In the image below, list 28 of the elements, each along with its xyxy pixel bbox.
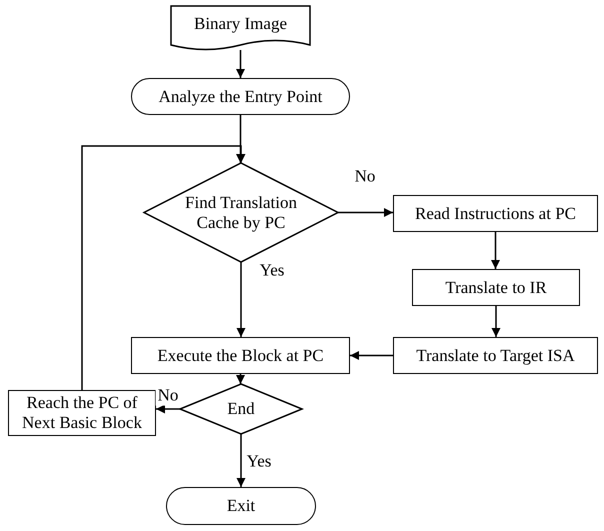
node-label: Analyze the Entry Point <box>158 86 322 106</box>
arrow <box>156 404 180 414</box>
node-label: Translate to IR <box>445 278 547 298</box>
arrow <box>236 50 245 78</box>
arrow <box>492 306 500 337</box>
node-label: Reach the PC of Next Basic Block <box>21 393 143 433</box>
terminal-shape <box>166 487 316 525</box>
process-box <box>8 390 156 436</box>
process-box <box>412 269 580 306</box>
process-box <box>393 337 598 374</box>
edge-label: No <box>156 386 180 406</box>
arrow <box>236 434 246 487</box>
node-label: Execute the Block at PC <box>157 346 324 366</box>
arrow <box>236 374 245 384</box>
process-box <box>393 195 598 232</box>
node-label: Read Instructions at PC <box>414 204 576 224</box>
node-label: Binary Image <box>194 14 287 34</box>
node-label: Translate to Target ISA <box>416 346 575 366</box>
arrow <box>236 262 246 337</box>
terminal-shape <box>131 78 350 115</box>
arrow <box>350 351 393 360</box>
arrow <box>338 208 393 217</box>
process-box <box>131 337 350 374</box>
node-label: End <box>227 399 255 419</box>
node-label: Exit <box>226 496 256 516</box>
arrow <box>81 145 246 390</box>
node-label: Find Translation Cache by PC <box>184 192 298 232</box>
arrow <box>491 232 500 269</box>
